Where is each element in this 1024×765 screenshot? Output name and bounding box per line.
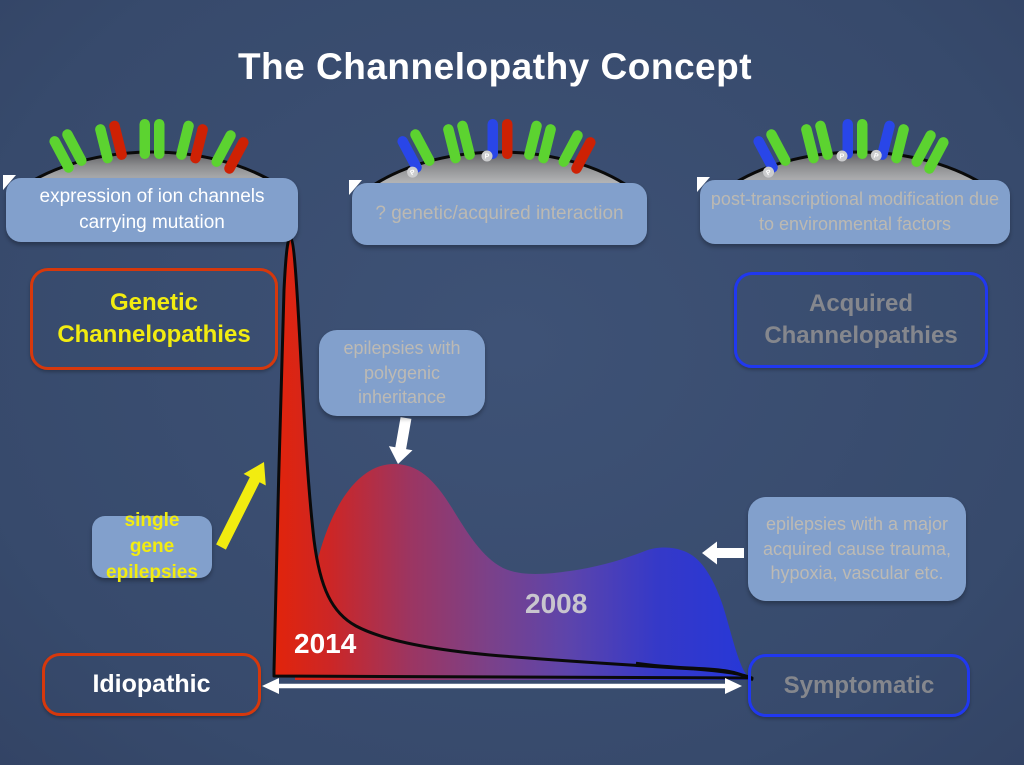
symptomatic-label: Symptomatic xyxy=(783,671,935,699)
caption-text: post-transcriptional modification due to… xyxy=(710,189,1000,234)
phosphorylation-p-icon: P xyxy=(407,166,419,178)
caption-text: ? genetic/acquired interaction xyxy=(375,202,624,224)
symptomatic-box: Symptomatic xyxy=(748,654,970,717)
acquired-cause-left-arrow xyxy=(702,541,744,565)
cell-membrane-acquired: P P xyxy=(725,119,991,187)
ion-channel-pair xyxy=(176,120,208,164)
phosphorylation-p-icon: P xyxy=(870,149,882,161)
phosphorylation-p-icon: P xyxy=(836,150,848,162)
distribution-2014 xyxy=(272,236,754,680)
svg-text:P: P xyxy=(840,154,845,161)
caption-expression-mutation: expression of ion channels carrying muta… xyxy=(3,175,298,242)
idiopathic-symptomatic-double-arrow xyxy=(262,678,742,694)
ion-channel-pair: P xyxy=(870,120,909,164)
polygenic-callout-text: epilepsies with polygenic inheritance xyxy=(343,337,461,408)
ion-channel-pair: P xyxy=(836,119,868,162)
curve-label-2008: 2008 xyxy=(525,588,588,619)
svg-text:P: P xyxy=(873,152,880,160)
ion-channel-pair xyxy=(801,120,833,164)
ion-channel-pair xyxy=(558,130,596,174)
genetic-channelopathies-box: Genetic Channelopathies xyxy=(30,268,278,370)
ion-channel-pair xyxy=(95,120,127,164)
idiopathic-label: Idiopathic xyxy=(92,670,211,698)
ion-channel-pair xyxy=(49,129,87,173)
genetic-channelopathies-label: Genetic Channelopathies xyxy=(57,289,251,348)
cell-membrane-interaction: P P xyxy=(367,119,633,187)
caption-genetic-acquired-interaction: ? genetic/acquired interaction xyxy=(349,180,647,245)
acquired-cause-callout-text: epilepsies with a major acquired cause t… xyxy=(762,513,952,584)
ion-channel-pair: P xyxy=(753,129,791,178)
curve-label-2014: 2014 xyxy=(294,628,357,659)
distribution-2008 xyxy=(295,464,753,680)
caption-text: expression of ion channels carrying muta… xyxy=(39,185,265,233)
ion-channel-pair xyxy=(211,130,249,174)
ion-channel-pair xyxy=(524,120,556,164)
ion-channel-pair: P xyxy=(481,119,513,162)
ion-channel-pair: P xyxy=(397,129,435,178)
acquired-cause-callout: epilepsies with a major acquired cause t… xyxy=(748,497,966,601)
svg-text:P: P xyxy=(409,169,417,178)
acquired-channelopathies-box: Acquired Channelopathies xyxy=(734,272,988,368)
phosphorylation-p-icon: P xyxy=(481,150,493,162)
slide-title: The Channelopathy Concept xyxy=(237,46,753,87)
single-gene-callout: single gene epilepsies xyxy=(92,510,212,583)
caption-post-transcriptional: post-transcriptional modification due to… xyxy=(697,177,1010,244)
polygenic-callout: epilepsies with polygenic inheritance xyxy=(319,330,485,416)
single-gene-arrow xyxy=(216,462,266,550)
svg-text:P: P xyxy=(485,154,490,161)
polygenic-down-arrow xyxy=(388,417,413,464)
phosphorylation-p-icon: P xyxy=(763,166,775,178)
single-gene-callout-text: single gene epilepsies xyxy=(106,509,198,584)
ion-channel-pair xyxy=(911,130,949,174)
acquired-channelopathies-label: Acquired Channelopathies xyxy=(764,290,958,349)
ion-channel-pair xyxy=(139,119,165,159)
idiopathic-box: Idiopathic xyxy=(42,653,261,716)
ion-channel-pair xyxy=(443,120,475,164)
svg-text:P: P xyxy=(765,169,773,178)
